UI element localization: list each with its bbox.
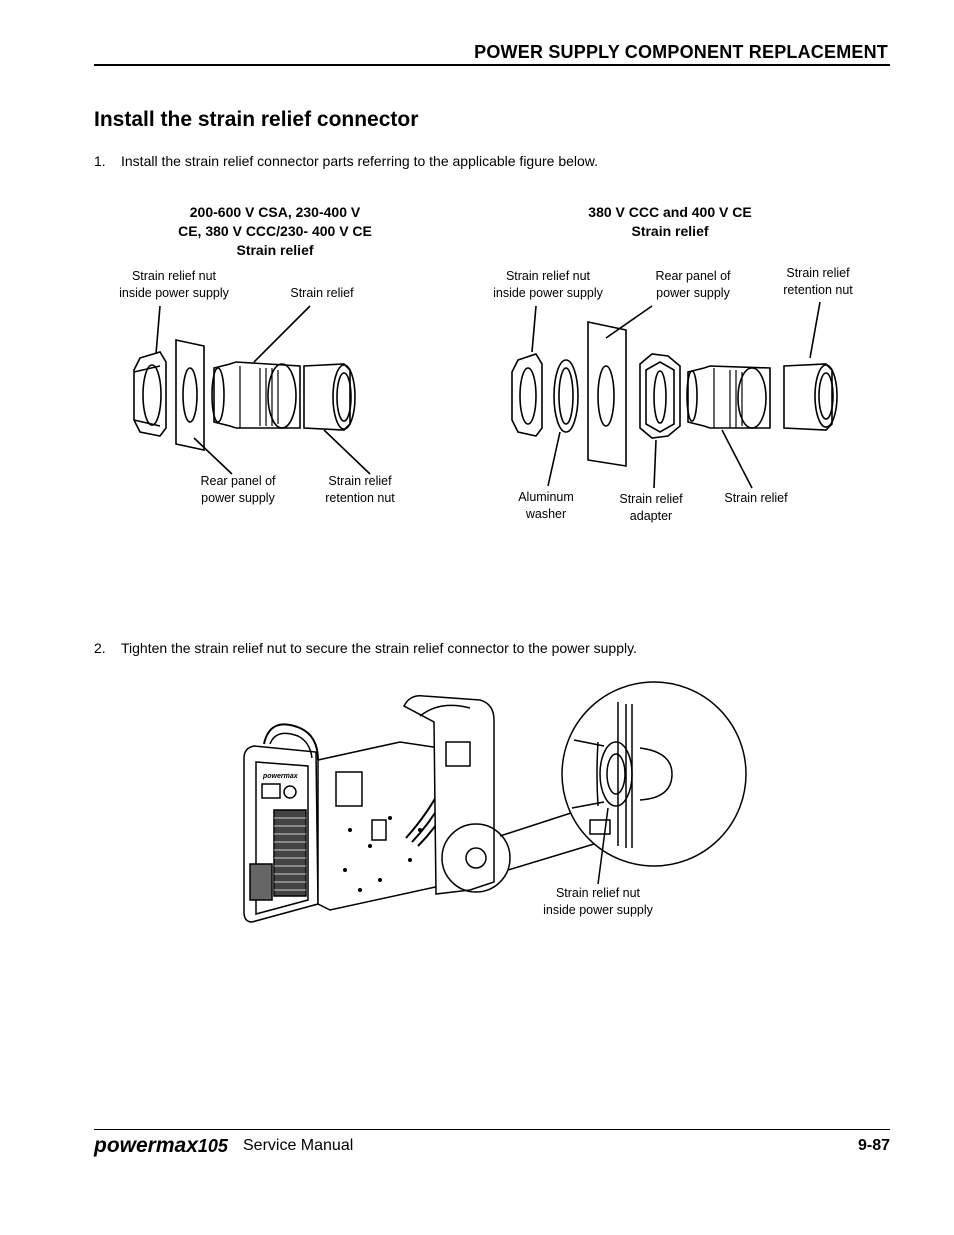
label-line: retention nut — [325, 491, 395, 505]
step-text: Tighten the strain relief nut to secure … — [121, 640, 637, 656]
caption-line: 380 V CCC and 400 V CE — [588, 204, 752, 220]
label-line: Strain relief — [786, 266, 850, 280]
step-number: 1. — [94, 153, 106, 169]
caption-line: 200-600 V CSA, 230-400 V — [189, 204, 361, 220]
brand-model: 105 — [197, 1136, 228, 1156]
label-line: Strain relief — [619, 492, 683, 506]
step-text: Install the strain relief connector part… — [121, 153, 599, 169]
device-brand-mark: powermax — [263, 773, 298, 780]
rear-panel-shape — [175, 339, 205, 451]
brand-name: powermax — [94, 1134, 198, 1157]
step-1: 1. Install the strain relief connector pa… — [94, 153, 598, 169]
label-retention-nut-right: Strain relief retention nut — [768, 265, 868, 299]
footer-divider — [94, 1129, 890, 1130]
label-line: Strain relief nut — [555, 886, 641, 900]
footer-manual-title: Service Manual — [243, 1137, 354, 1154]
label-line: inside power supply — [119, 286, 229, 300]
step-2: 2. Tighten the strain relief nut to secur… — [94, 640, 637, 656]
magnify-source-circle — [441, 823, 511, 893]
label-line: adapter — [629, 509, 673, 523]
label-line: inside power supply — [543, 903, 653, 917]
label-strain-relief-left: Strain relief — [272, 285, 372, 302]
label-strain-relief-nut-right: Strain relief nut inside power supply — [478, 268, 618, 302]
footer-brand-logo: powermax105 — [94, 1134, 228, 1158]
label-line: Rear panel of — [655, 269, 731, 283]
label-line: Aluminum — [518, 490, 574, 504]
label-line: Strain relief nut — [505, 269, 591, 283]
label-retention-nut-left: Strain relief retention nut — [310, 473, 410, 507]
label-rear-panel-right: Rear panel of power supply — [643, 268, 743, 302]
label-line: power supply — [201, 491, 275, 505]
running-header: POWER SUPPLY COMPONENT REPLACEMENT — [474, 42, 888, 62]
label-aluminum-washer: Aluminum washer — [506, 489, 586, 523]
caption-line: Strain relief — [236, 242, 314, 258]
label-strain-relief-nut-left: Strain relief nut inside power supply — [104, 268, 244, 302]
section-title: Install the strain relief connector — [94, 108, 419, 131]
figure-left-caption: 200-600 V CSA, 230-400 V CE, 380 V CCC/2… — [150, 203, 400, 260]
label-line: washer — [525, 507, 567, 521]
label-line: Rear panel of — [200, 474, 276, 488]
label-line: Strain relief — [724, 491, 788, 505]
magnified-detail-circle — [561, 681, 747, 867]
label-rear-panel-left: Rear panel of power supply — [188, 473, 288, 507]
label-line: Strain relief — [328, 474, 392, 488]
strain-relief-adapter-shape — [639, 353, 681, 439]
strain-relief-body-shape — [687, 365, 771, 429]
caption-line: Strain relief — [631, 223, 709, 239]
caption-line: CE, 380 V CCC/230- 400 V CE — [178, 223, 372, 239]
label-strain-relief-right: Strain relief — [716, 490, 796, 507]
label-strain-relief-nut-bottom: Strain relief nut inside power supply — [528, 885, 668, 919]
label-strain-relief-adapter: Strain relief adapter — [606, 491, 696, 525]
rear-panel-shape — [587, 321, 627, 467]
step-number: 2. — [94, 640, 106, 656]
figure-right-caption: 380 V CCC and 400 V CE Strain relief — [545, 203, 795, 241]
label-line: inside power supply — [493, 286, 603, 300]
header-divider — [94, 64, 890, 66]
label-line: power supply — [656, 286, 730, 300]
label-line: retention nut — [783, 283, 853, 297]
page-number: 9-87 — [857, 1137, 890, 1154]
label-line: Strain relief nut — [131, 269, 217, 283]
label-line: Strain relief — [290, 286, 354, 300]
